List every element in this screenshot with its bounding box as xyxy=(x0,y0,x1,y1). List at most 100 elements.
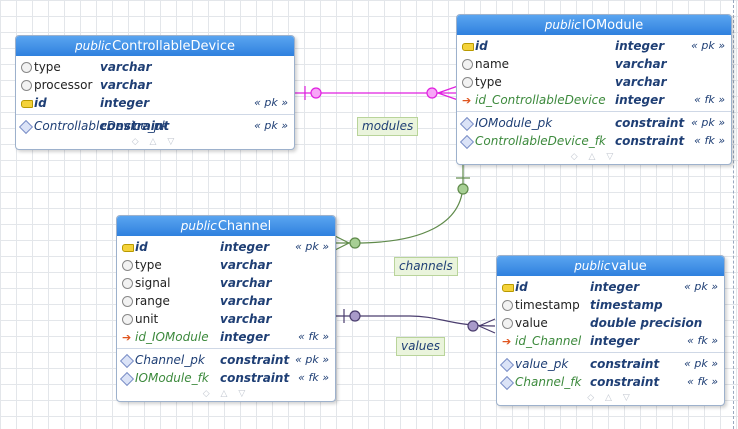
table-name: IOModule xyxy=(581,18,644,33)
column-icon xyxy=(122,256,133,274)
column-icon xyxy=(502,296,513,314)
section-divider xyxy=(497,352,724,353)
key-marker: « fk » xyxy=(298,371,329,384)
schema-name: public xyxy=(75,39,112,53)
column-type: constraint xyxy=(220,353,290,367)
entity-footer-arrows[interactable]: ◇ △ ▽ xyxy=(570,152,618,162)
column-type: varchar xyxy=(220,294,272,308)
column-name: IOModule_fk xyxy=(135,371,209,385)
entity-footer-arrows[interactable]: ◇ △ ▽ xyxy=(202,389,250,399)
column-name: Channel_fk xyxy=(515,375,582,389)
column-name: value xyxy=(515,316,548,330)
column-type: varchar xyxy=(615,57,667,71)
key-marker: « pk » xyxy=(254,119,288,132)
foreign-key-icon: ➔ xyxy=(122,331,132,344)
column-row[interactable]: signal varchar xyxy=(117,274,335,292)
column-type: double precision xyxy=(590,316,703,330)
column-name: ControllableDevice_pk xyxy=(34,119,169,133)
column-name: type xyxy=(135,258,162,272)
column-name: type xyxy=(475,75,502,89)
column-icon xyxy=(462,55,473,73)
entity-footer-arrows[interactable]: ◇ △ ▽ xyxy=(587,393,634,403)
column-type: constraint xyxy=(100,119,170,133)
key-marker: « fk » xyxy=(694,93,725,106)
constraint-icon xyxy=(459,114,475,132)
column-row[interactable]: value double precision xyxy=(497,314,724,332)
key-marker: « fk » xyxy=(694,134,725,147)
column-name: id xyxy=(515,280,528,294)
table-name: Channel xyxy=(217,219,272,234)
column-type: integer xyxy=(615,39,665,53)
column-type: varchar xyxy=(220,312,272,326)
column-row[interactable]: id integer « pk » xyxy=(16,94,294,112)
column-type: varchar xyxy=(100,60,152,74)
key-marker: « pk » xyxy=(684,280,718,293)
column-name: range xyxy=(135,294,170,308)
relationship-label-values: values xyxy=(396,337,446,356)
column-type: integer xyxy=(220,240,270,254)
column-type: varchar xyxy=(100,78,152,92)
constraint-row[interactable]: Channel_pk constraint « pk » xyxy=(117,351,335,369)
column-row[interactable]: processor varchar xyxy=(16,76,294,94)
column-name: Channel_pk xyxy=(135,353,205,367)
relationship-channels[interactable] xyxy=(334,158,470,251)
primary-key-icon xyxy=(21,94,33,112)
column-type: timestamp xyxy=(590,298,663,312)
key-marker: « pk » xyxy=(691,116,725,129)
column-name: ControllableDevice_fk xyxy=(475,134,606,148)
schema-name: public xyxy=(574,259,611,273)
column-name: processor xyxy=(34,78,93,92)
column-name: type xyxy=(34,60,61,74)
column-type: varchar xyxy=(615,75,667,89)
entity-title[interactable]: publicControllableDevice xyxy=(16,36,294,56)
constraint-icon xyxy=(119,369,135,387)
key-marker: « fk » xyxy=(687,375,718,388)
column-type: varchar xyxy=(220,276,272,290)
column-type: integer xyxy=(615,93,665,107)
column-name: id xyxy=(34,96,47,110)
relationship-values[interactable] xyxy=(335,309,496,334)
entity-footer-arrows[interactable]: ◇ △ ▽ xyxy=(131,137,179,147)
relationship-modules[interactable] xyxy=(295,85,459,101)
column-name: value_pk xyxy=(515,357,569,371)
entity-title[interactable]: publicChannel xyxy=(117,216,335,236)
relationship-label-channels: channels xyxy=(394,257,458,276)
constraint-row[interactable]: Channel_fk constraint « fk » xyxy=(497,373,724,391)
column-row[interactable]: type varchar xyxy=(457,73,731,91)
column-icon xyxy=(462,73,473,91)
column-row[interactable]: range varchar xyxy=(117,292,335,310)
entity-title[interactable]: publicvalue xyxy=(497,256,724,276)
key-marker: « pk » xyxy=(691,39,725,52)
column-name: signal xyxy=(135,276,171,290)
column-type: constraint xyxy=(220,371,290,385)
entity-title[interactable]: publicIOModule xyxy=(457,15,731,35)
constraint-row[interactable]: IOModule_fk constraint « fk » xyxy=(117,369,335,387)
column-type: integer xyxy=(100,96,150,110)
primary-key-icon xyxy=(502,278,514,296)
key-marker: « pk » xyxy=(254,96,288,109)
column-type: constraint xyxy=(615,116,685,130)
column-row[interactable]: type varchar xyxy=(16,58,294,76)
key-marker: « pk » xyxy=(295,240,329,253)
column-type: constraint xyxy=(590,375,660,389)
column-icon xyxy=(122,310,133,328)
key-marker: « pk » xyxy=(295,353,329,366)
